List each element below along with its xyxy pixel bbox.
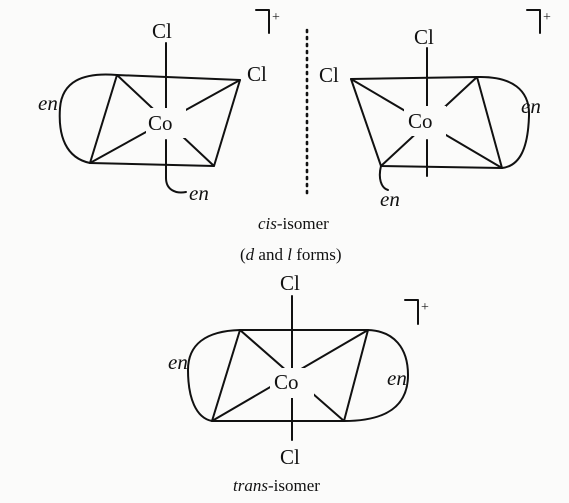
cis-right-metal-backdrop [404, 106, 446, 136]
forms-d: d [246, 245, 255, 264]
trans-prefix: trans [233, 476, 268, 495]
cis-suffix: -isomer [277, 214, 329, 233]
cis-left-en-bottom: en [189, 181, 209, 205]
trans-en-left: en [168, 350, 188, 374]
trans-suffix: -isomer [268, 476, 320, 495]
trans-en-arc-left [187, 329, 241, 422]
trans-charge-bracket [404, 299, 419, 325]
cis-left-en-left: en [38, 91, 58, 115]
cis-right-cl-left: Cl [319, 63, 339, 87]
forms-close: forms) [292, 245, 342, 264]
forms-and: and [254, 245, 287, 264]
trans-structure: Cl Cl Co en en + [168, 271, 429, 469]
trans-co-metal: Co [274, 370, 299, 394]
trans-cl-top: Cl [280, 271, 300, 295]
trans-metal-backdrop [270, 368, 314, 398]
cis-left-charge: + [272, 10, 280, 25]
cis-left-metal-backdrop [146, 108, 186, 138]
cis-left-co-metal: Co [148, 111, 173, 135]
forms-caption: (d and l forms) [240, 245, 342, 264]
trans-en-right: en [387, 366, 407, 390]
cis-right-charge-bracket [526, 9, 541, 34]
cis-left-cl-top: Cl [152, 19, 172, 43]
cis-right-en-bottom: en [380, 187, 400, 211]
cis-right-co-metal: Co [408, 109, 433, 133]
forms-l: l [287, 245, 292, 264]
cis-right-charge: + [543, 10, 551, 25]
forms-open: ( [240, 245, 246, 264]
trans-charge: + [421, 300, 429, 315]
trans-cl-bottom: Cl [280, 445, 300, 469]
trans-isomer-caption: trans-isomer [233, 476, 320, 495]
cis-left-en-arc-left [58, 73, 118, 164]
cis-right-en-arc-right [476, 75, 531, 169]
cis-right-en-arc-bottom [378, 165, 389, 191]
cis-left-en-arc-bottom [165, 177, 187, 194]
cis-left-structure: Cl Cl Co en en + [38, 9, 280, 205]
cis-right-en-right: en [521, 94, 541, 118]
cis-right-cl-top: Cl [414, 25, 434, 49]
cis-left-charge-bracket [255, 9, 270, 34]
cis-right-structure: Cl Cl Co en en + [319, 9, 551, 211]
cis-left-cl-right: Cl [247, 62, 267, 86]
trans-en-arc-right [343, 329, 409, 422]
cis-isomer-caption: cis-isomer [258, 214, 329, 233]
cis-prefix: cis [258, 214, 277, 233]
